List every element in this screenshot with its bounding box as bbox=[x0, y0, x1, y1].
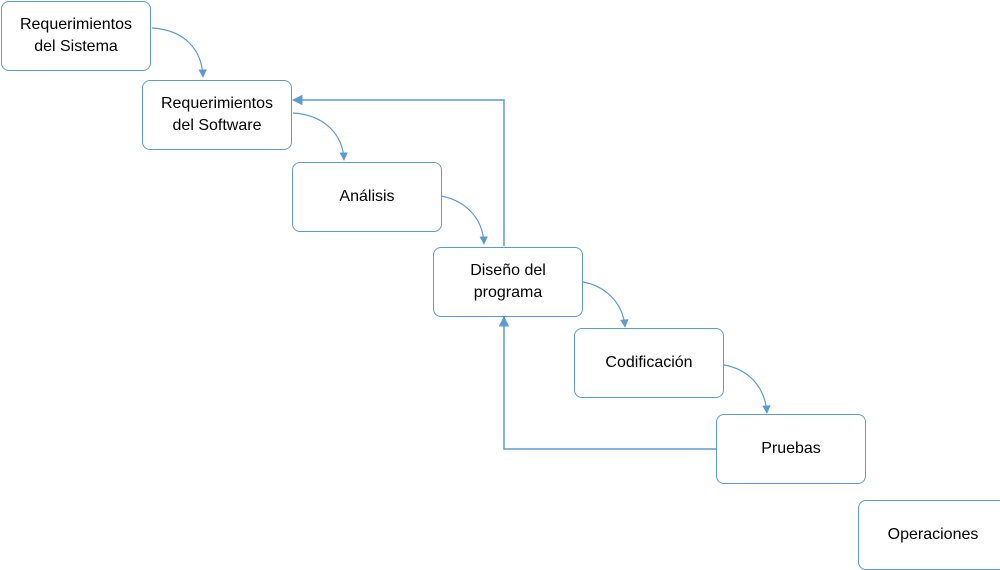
stage-operaciones: Operaciones bbox=[858, 500, 1000, 570]
stage-label: Requerimientos del Sistema bbox=[19, 16, 133, 55]
stage-requerimientos-software: Requerimientos del Software bbox=[142, 80, 292, 150]
stage-analisis: Análisis bbox=[292, 162, 442, 232]
flow-arrow-4 bbox=[574, 280, 629, 328]
stage-diseno-programa: Diseño del programa bbox=[433, 247, 583, 317]
stage-pruebas: Pruebas bbox=[716, 414, 866, 484]
stage-label: Análisis bbox=[339, 188, 395, 205]
stage-requerimientos-sistema: Requerimientos del Sistema bbox=[1, 1, 151, 71]
stage-codificacion: Codificación bbox=[574, 328, 724, 398]
flow-arrow-3 bbox=[433, 194, 488, 245]
stage-label: Codificación bbox=[605, 354, 693, 371]
flow-arrow-5 bbox=[715, 363, 771, 414]
stage-label: Operaciones bbox=[887, 526, 979, 543]
feedback-arrow-design-to-software bbox=[291, 94, 505, 246]
flow-arrow-1 bbox=[151, 27, 207, 78]
stage-label: Requerimientos del Software bbox=[160, 95, 274, 134]
flow-arrow-2 bbox=[292, 112, 348, 161]
stage-label: Diseño del programa bbox=[470, 262, 546, 301]
stage-label: Pruebas bbox=[761, 440, 821, 457]
feedback-arrow-tests-to-design bbox=[498, 315, 716, 450]
